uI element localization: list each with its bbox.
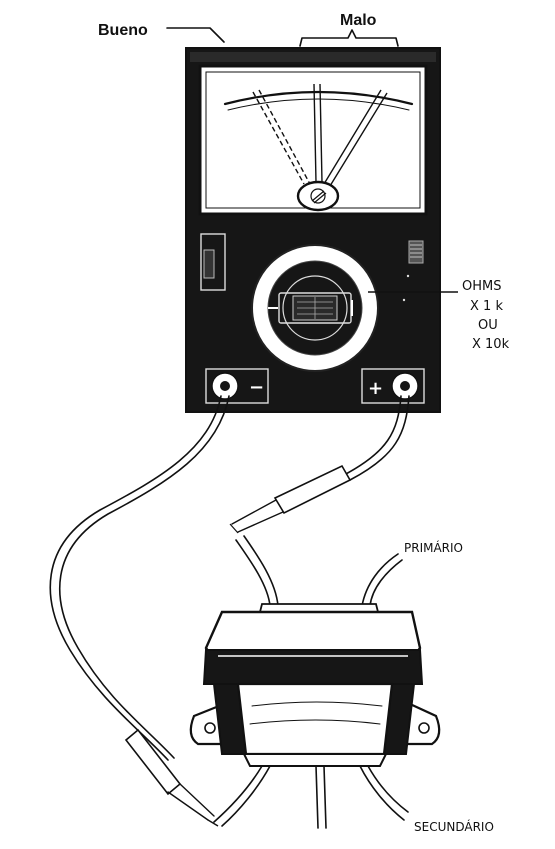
secondary-wire-center — [315, 765, 319, 829]
secondary-wire-right — [359, 765, 405, 821]
transformer-coil — [236, 682, 394, 756]
label-range-or: OU — [478, 318, 498, 333]
meter-bevel — [190, 52, 436, 62]
negative-sign: − — [249, 377, 264, 398]
good-pointer-line — [166, 27, 225, 43]
label-range-1k: X 1 k — [470, 299, 503, 314]
range-selector-knob — [251, 244, 379, 372]
label-bad: Malo — [340, 12, 377, 29]
secondary-wire-left — [213, 765, 263, 823]
test-lead-negative — [49, 395, 230, 827]
mounting-ear-right — [402, 702, 441, 746]
label-ohms: OHMS — [462, 279, 501, 294]
label-range-10k: X 10k — [472, 337, 510, 352]
side-switch-right — [402, 240, 424, 302]
probe-positive — [229, 464, 352, 534]
bad-brace — [299, 29, 399, 47]
terminal-negative: − — [205, 368, 269, 404]
needle-good-dashed — [252, 89, 311, 185]
transformer — [189, 535, 441, 829]
label-secondary: SECUNDÁRIO — [414, 819, 494, 834]
side-switch-left — [200, 233, 226, 291]
label-primary: PRIMÁRIO — [404, 540, 463, 555]
needle-bad-right — [323, 89, 388, 187]
meter-dial-window — [198, 64, 428, 216]
needle-bad-center — [313, 83, 323, 183]
positive-sign: + — [368, 378, 383, 399]
primary-wire-left — [235, 539, 271, 607]
dial-scale-arc — [223, 90, 414, 106]
primary-wire-right — [361, 553, 399, 607]
label-good: Bueno — [98, 22, 148, 39]
terminal-positive: + — [361, 368, 425, 404]
multimeter: − + — [185, 47, 458, 413]
probe-negative — [124, 728, 219, 827]
test-lead-positive — [229, 395, 410, 534]
dial-scale-arc-inner — [227, 98, 410, 111]
